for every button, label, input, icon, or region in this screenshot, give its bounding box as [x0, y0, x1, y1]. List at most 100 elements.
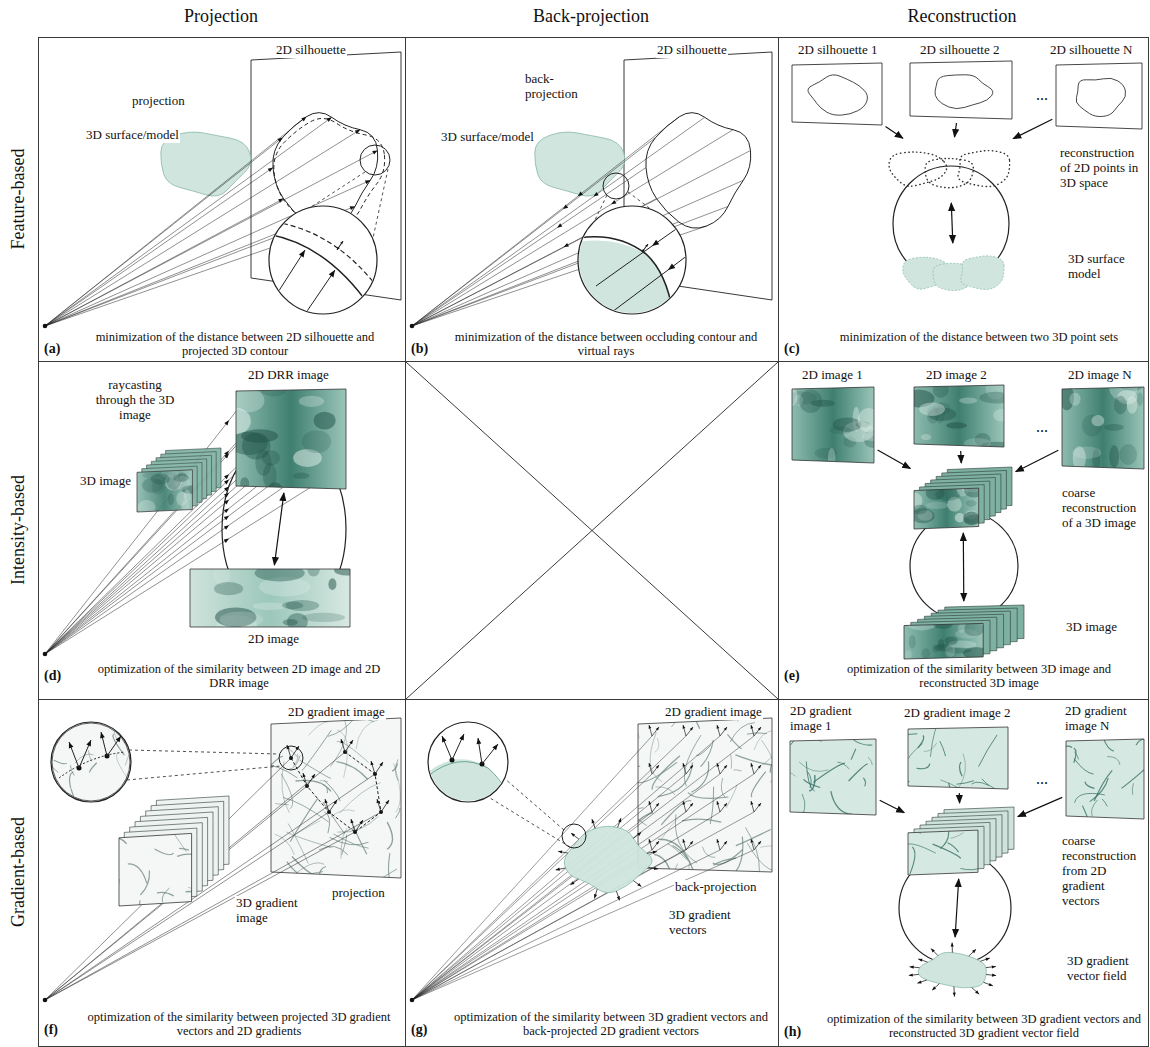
image-plane [972, 949, 976, 953]
figure-group [267, 222, 381, 320]
ray-line [969, 949, 976, 956]
ray-line [482, 744, 498, 764]
ray-line [412, 812, 652, 1000]
image-plane [724, 765, 727, 769]
ray-line [412, 812, 686, 1000]
texture-spot [963, 512, 980, 526]
contour-path [727, 734, 741, 748]
figure-label: ... [1035, 770, 1049, 788]
ray-line [345, 740, 353, 752]
figure-group [904, 817, 982, 875]
ray-line [452, 734, 464, 760]
contour-path [300, 760, 331, 778]
contour-path [323, 802, 345, 834]
gradient-image: 2D gradient image N [1065, 738, 1145, 820]
texture-spot [1070, 393, 1081, 406]
ray-line [652, 727, 659, 736]
ray-line [642, 244, 648, 252]
ray-line [596, 246, 652, 286]
image-plane [683, 725, 686, 729]
ray-line [751, 725, 754, 736]
contour-path [761, 740, 774, 783]
node-shape [1055, 62, 1143, 130]
ray-line [649, 725, 652, 736]
image-fill [119, 833, 192, 906]
figure-label: 3D gradient vectors [668, 908, 750, 938]
contour-path [139, 900, 140, 913]
image-plane [656, 765, 659, 769]
contour-path [736, 830, 771, 846]
ray-line [412, 151, 751, 327]
image-plane [932, 986, 936, 990]
image-plane [563, 205, 568, 210]
image-plane [751, 763, 754, 767]
ray-line [45, 400, 275, 654]
contour-path [702, 847, 715, 858]
zoom-circle [43, 324, 48, 329]
method-panel: 2D silhouetteback-projection3D surface/m… [405, 37, 779, 362]
image-plane [119, 833, 192, 906]
ray-line [683, 725, 686, 736]
image-fill [789, 738, 877, 816]
image-plane [914, 488, 979, 529]
figure-label: back-projection [674, 880, 758, 895]
ray-line [337, 241, 343, 250]
texture-spot [168, 494, 174, 506]
image-plane [224, 525, 229, 530]
contour-path [319, 867, 326, 887]
contour-path [646, 113, 751, 228]
image-plane [116, 736, 121, 742]
panel-illustration [406, 700, 779, 1047]
ray-line [412, 736, 720, 1000]
contour-path [291, 752, 381, 832]
contour-path [918, 952, 986, 987]
method-panel: 2D gradient image3D gradient imageprojec… [38, 699, 406, 1047]
ray-line [649, 763, 652, 774]
contour-path [286, 832, 331, 848]
connector-arrow [1018, 797, 1062, 816]
contour-path [951, 833, 964, 839]
figure-label: coarse reconstruction of a 3D image [1061, 486, 1145, 531]
figure-label: 3D image [79, 474, 132, 489]
image-plane [637, 832, 641, 836]
figure-group [105, 830, 210, 913]
panel-caption: optimization of the similarity between 3… [450, 1010, 772, 1039]
contour-path [1042, 746, 1072, 758]
panel-caption: optimization of the similarity between 3… [823, 1012, 1145, 1041]
texture-spot [926, 502, 948, 509]
contour-path [813, 763, 845, 782]
image-plane [224, 539, 229, 543]
image-fill [908, 830, 978, 875]
contour-path [710, 787, 713, 824]
ray-line [648, 867, 658, 869]
texture-spot [945, 645, 955, 657]
connector-arrow [886, 127, 903, 139]
texture-spot [253, 602, 287, 610]
row-header: Gradient-based [8, 817, 30, 927]
contour-path [910, 847, 915, 874]
contour-path [1094, 770, 1112, 801]
ray-line [686, 765, 693, 774]
texture-spot [1114, 396, 1127, 415]
ray-line [412, 736, 652, 1000]
image-plane [683, 763, 686, 767]
figure-group [786, 386, 886, 467]
contour-path [320, 781, 328, 782]
gradient-field: 3D gradient vector field [891, 940, 1015, 1002]
ray-line [412, 812, 720, 1000]
contour-path [691, 761, 708, 792]
texture-spot [268, 482, 282, 494]
image-fill [1061, 386, 1145, 470]
ray-line [754, 727, 761, 736]
image-plane [758, 765, 761, 769]
image-plane [236, 389, 346, 489]
contour-path [797, 794, 805, 823]
image-plane [557, 223, 562, 228]
image-plane [329, 270, 335, 277]
figure-label: ... [1035, 86, 1049, 104]
texture-spot [299, 396, 324, 407]
contour-path [337, 741, 369, 762]
contour-path [177, 854, 201, 857]
contour-path [682, 819, 721, 822]
contour-path [275, 222, 381, 292]
